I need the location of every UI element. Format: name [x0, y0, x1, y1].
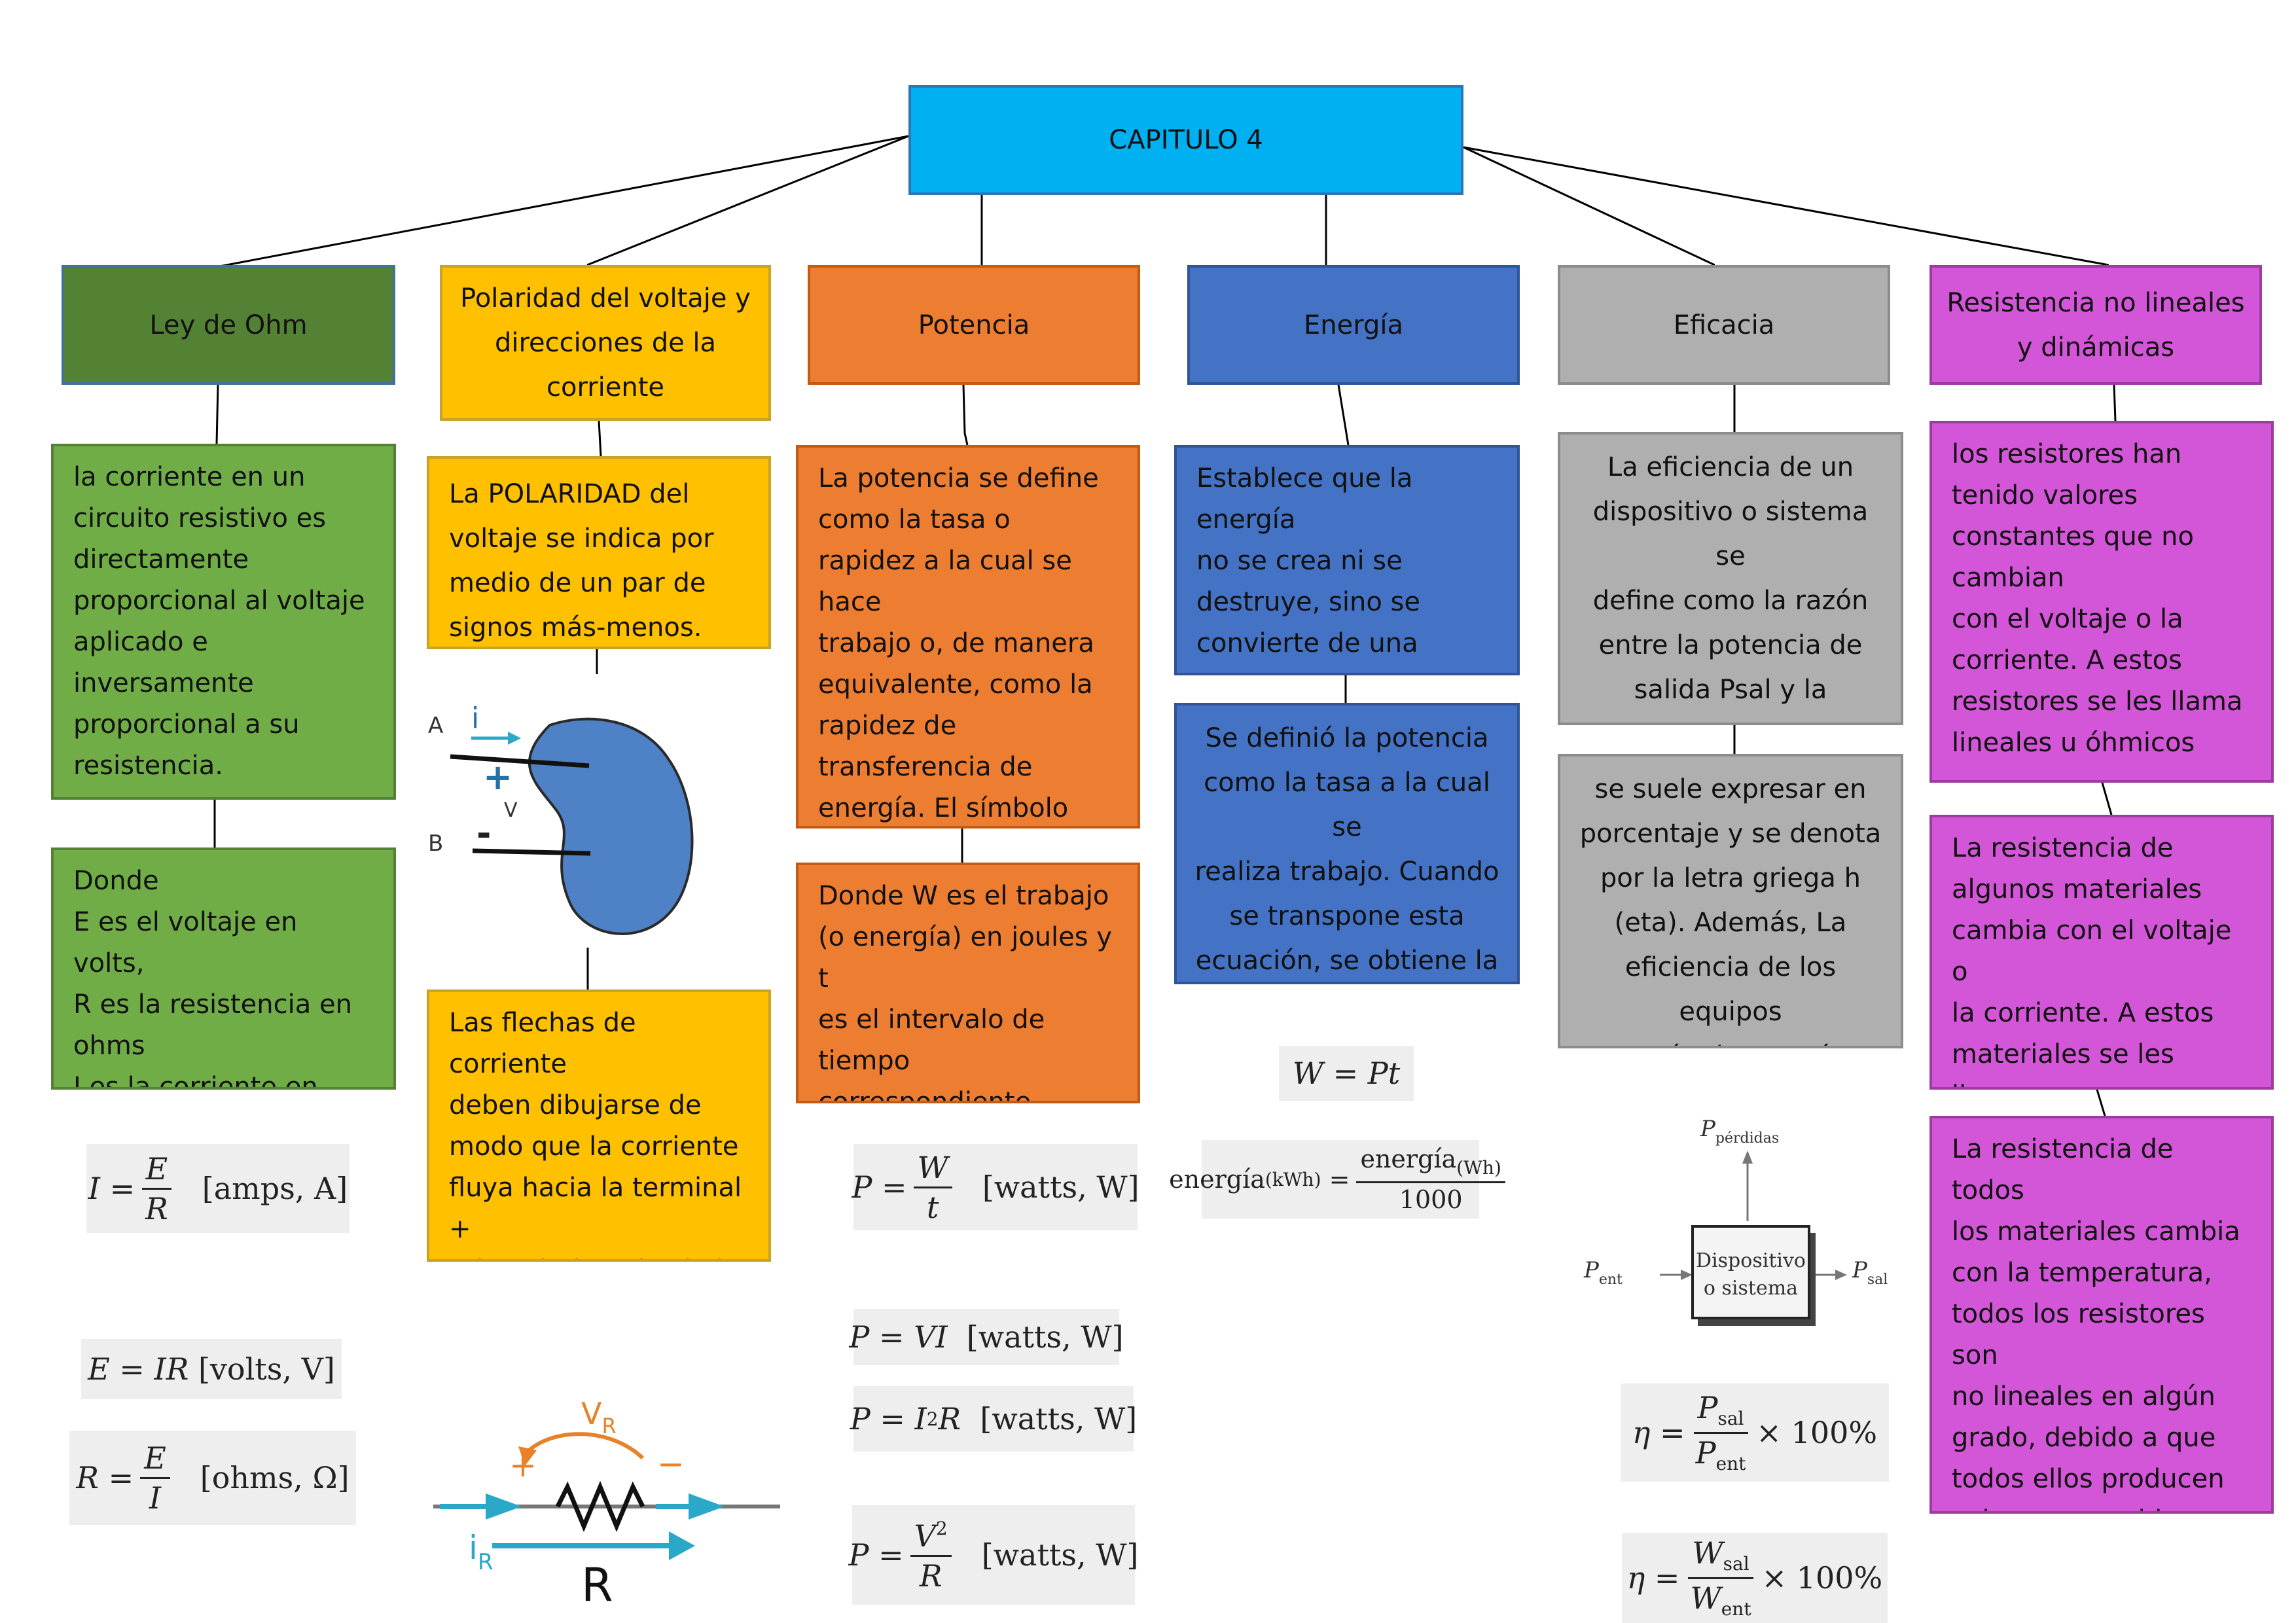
- box-text: los resistores han tenido valores consta…: [1952, 439, 2243, 758]
- formula-energy-kwh: energía(kWh) = energía(Wh)1000: [1169, 1140, 1505, 1219]
- header-eficacia: Eficacia: [1558, 265, 1890, 385]
- device-line1: Dispositivo: [1696, 1249, 1806, 1272]
- current-label: iR: [469, 1529, 493, 1575]
- load-blob: [528, 717, 694, 935]
- nonlinear-materials-box: La resistencia de algunos materiales cam…: [1929, 815, 2274, 1090]
- box-text: La resistencia de todos los materiales c…: [1952, 1134, 2240, 1511]
- header-polaridad: Polaridad del voltaje y direcciones de l…: [440, 265, 771, 421]
- losses-label: Ppérdidas: [1700, 1116, 1779, 1147]
- resistor-diagram: VR + − iR R: [433, 1396, 780, 1612]
- linear-resistors-box: los resistores han tenido valores consta…: [1929, 421, 2274, 783]
- label-a: A: [428, 713, 443, 739]
- voltage-label: VR: [581, 1396, 617, 1438]
- box-text: Las flechas de corriente deben dibujarse…: [449, 1008, 742, 1259]
- current-arrows-box: Las flechas de corriente deben dibujarse…: [427, 990, 771, 1262]
- device-box: [1691, 1225, 1810, 1319]
- power-definition-box: La potencia se define como la tasa o rap…: [796, 445, 1140, 829]
- device-line2: o sistema: [1704, 1277, 1798, 1300]
- efficiency-definition-box: La eficiencia de un dispositivo o sistem…: [1558, 432, 1903, 725]
- header-label: Potencia: [918, 310, 1030, 340]
- header-energia: Energía: [1187, 265, 1520, 385]
- header-label: Eficacia: [1673, 310, 1775, 340]
- header-resistencia: Resistencia no lineales y dinámicas: [1929, 265, 2262, 385]
- polarity-diagram: A B i + - V: [428, 702, 694, 935]
- output-label: Psal: [1852, 1257, 1888, 1288]
- box-text: La eficiencia de un dispositivo o sistem…: [1592, 452, 1869, 722]
- formula-power-vi: P = VI [watts, W]: [849, 1309, 1124, 1365]
- polarity-sign-box: La POLARIDAD del voltaje se indica por m…: [427, 456, 771, 649]
- resistor-zigzag: [555, 1480, 645, 1533]
- header-ley-de-ohm: Ley de Ohm: [62, 265, 395, 385]
- voltage-label: V: [504, 799, 518, 822]
- box-text: se suele expresar en porcentaje y se den…: [1579, 774, 1882, 1046]
- ohm-variables-box: Donde E es el voltaje en volts, R es la …: [51, 847, 396, 1090]
- box-text: La resistencia de algunos materiales cam…: [1952, 833, 2232, 1087]
- label-b: B: [428, 830, 443, 857]
- input-label: Pent: [1583, 1257, 1623, 1288]
- efficiency-diagram: Dispositivo o sistema Ppérdidas Pent Psa…: [1583, 1116, 1888, 1326]
- box-text: la corriente en un circuito resistivo es…: [73, 462, 365, 781]
- root-node: CAPITULO 4: [908, 85, 1463, 195]
- box-text: Establece que la energía no se crea ni s…: [1196, 463, 1420, 673]
- box-text: Donde E es el voltaje en volts, R es la …: [73, 866, 352, 1090]
- ohm-definition-box: la corriente en un circuito resistivo es…: [51, 444, 396, 800]
- root-title: CAPITULO 4: [1109, 125, 1263, 155]
- box-text: Se definió la potencia como la tasa a la…: [1194, 723, 1499, 976]
- header-label: Energía: [1304, 310, 1403, 340]
- energy-conservation-box: Establece que la energía no se crea ni s…: [1174, 445, 1520, 675]
- current-label: i: [471, 702, 479, 735]
- formula-ohm-voltage: E = IR [volts, V]: [81, 1339, 342, 1399]
- header-label: Ley de Ohm: [149, 310, 308, 340]
- power-work-box: Donde W es el trabajo (o energía) en jou…: [796, 863, 1140, 1103]
- header-label: Polaridad del voltaje y direcciones de l…: [460, 283, 751, 402]
- efficiency-percent-box: se suele expresar en porcentaje y se den…: [1558, 754, 1903, 1048]
- box-text: La POLARIDAD del voltaje se indica por m…: [449, 479, 714, 643]
- header-potencia: Potencia: [808, 265, 1140, 385]
- energy-formula-box: Se definió la potencia como la tasa a la…: [1174, 703, 1520, 984]
- box-text: Donde W es el trabajo (o energía) en jou…: [818, 881, 1113, 1103]
- minus-sign: −: [657, 1445, 685, 1483]
- header-label: Resistencia no lineales y dinámicas: [1946, 287, 2245, 363]
- plus-sign: +: [509, 1446, 537, 1484]
- resistor-label: R: [581, 1558, 613, 1612]
- minus-sign: -: [476, 813, 491, 854]
- box-text: La potencia se define como la tasa o rap…: [818, 463, 1099, 823]
- temperature-box: La resistencia de todos los materiales c…: [1929, 1116, 2274, 1514]
- plus-sign: +: [483, 757, 512, 798]
- formula-energy: W = Pt: [1279, 1046, 1414, 1101]
